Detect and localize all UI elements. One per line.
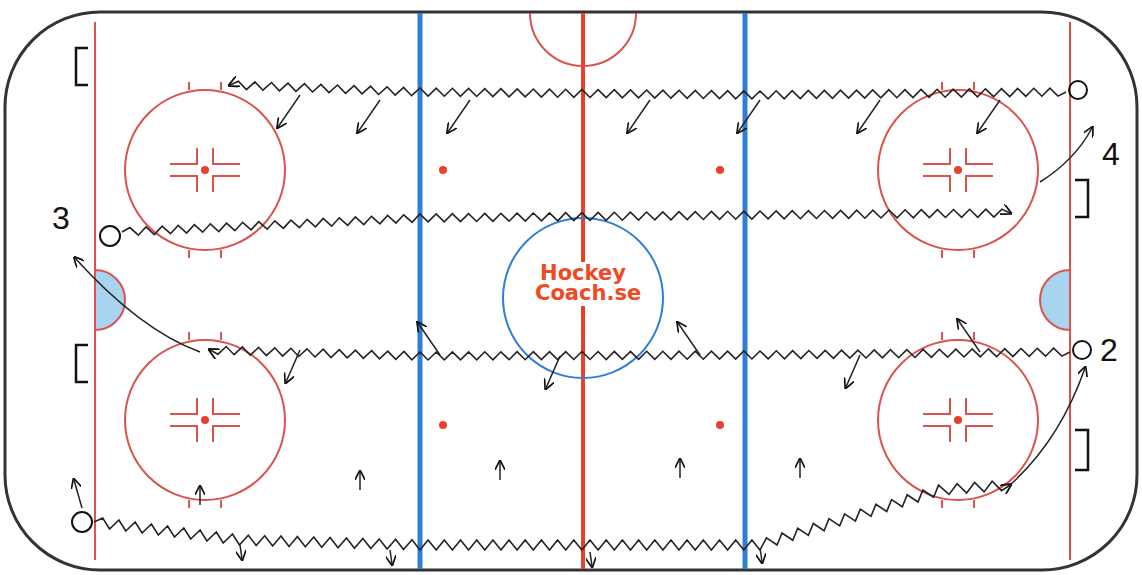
arrow [628, 100, 650, 132]
faceoff-circle [878, 90, 1038, 250]
arrow [678, 323, 700, 355]
arrow [1010, 368, 1085, 485]
arrow [448, 100, 470, 132]
faceoff-marks [923, 332, 993, 508]
arrow [199, 487, 201, 505]
skate-path [122, 209, 1010, 235]
skate-path [230, 81, 1066, 99]
arrow [799, 460, 801, 478]
faceoff-dot [954, 416, 962, 424]
faceoff-marks [170, 332, 240, 508]
arrow [858, 100, 880, 132]
arrow [978, 100, 1000, 132]
skate-path [94, 481, 1010, 550]
arrow [359, 472, 361, 490]
faceoff-dot [201, 166, 209, 174]
faceoff-circle [125, 90, 285, 250]
watermark: Hockey Coach.se [532, 262, 634, 306]
arrow [390, 550, 392, 564]
arrow [358, 100, 380, 132]
faceoff-marks [170, 82, 240, 258]
skate-path [210, 347, 1070, 361]
arrow [278, 95, 300, 127]
arrow [418, 323, 440, 355]
faceoff-dot [201, 416, 209, 424]
arrow [74, 480, 82, 508]
faceoff-dot [954, 166, 962, 174]
faceoff-circle [878, 340, 1038, 500]
faceoff-circle [125, 340, 285, 500]
arrow [240, 545, 242, 559]
arrow [499, 462, 501, 480]
arrow [75, 258, 200, 352]
arrow [546, 356, 560, 388]
arrow [679, 460, 681, 478]
arrow [738, 100, 760, 132]
faceoff-marks [923, 82, 993, 258]
player-number: 2 [1100, 334, 1118, 366]
player-number: 4 [1102, 138, 1120, 170]
arrow [590, 552, 592, 566]
player-number: 3 [52, 202, 70, 234]
arrow [760, 548, 762, 562]
arrow [958, 320, 980, 352]
arrow [286, 350, 300, 382]
arrow [846, 355, 860, 387]
arrow [1040, 128, 1092, 182]
